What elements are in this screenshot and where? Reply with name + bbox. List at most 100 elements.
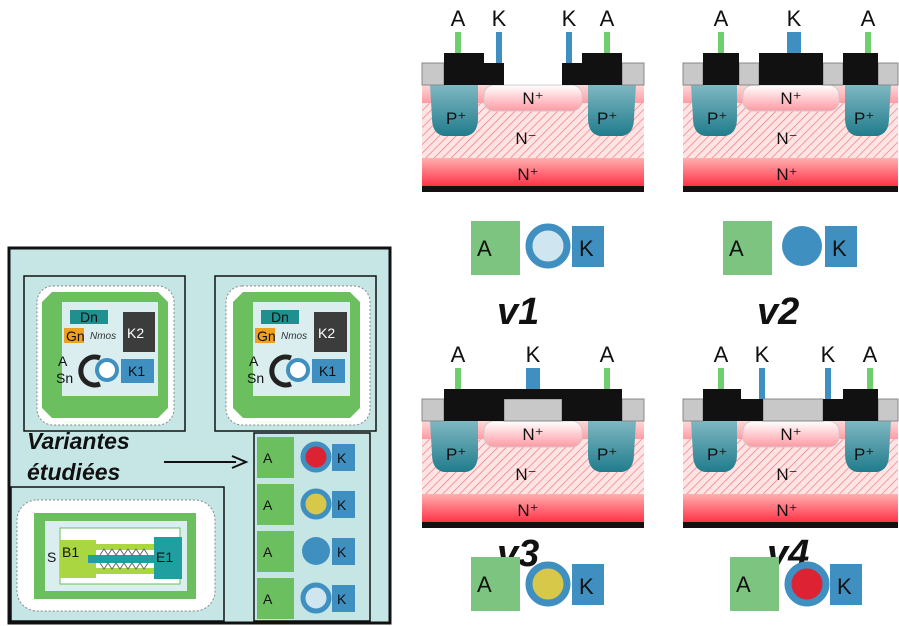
pplus-label: P⁺ bbox=[854, 445, 874, 464]
pplus-label: P⁺ bbox=[707, 109, 727, 128]
cathode-label: K bbox=[579, 236, 594, 261]
k1-label: K1 bbox=[319, 363, 336, 379]
anode-post-right bbox=[867, 368, 873, 389]
k2-label: K2 bbox=[127, 325, 144, 341]
pplus-label: P⁺ bbox=[597, 445, 617, 464]
anode-square bbox=[730, 557, 779, 611]
nplus-bottom-layer bbox=[683, 494, 898, 522]
pin-label: A bbox=[451, 342, 466, 367]
metal-anode-left bbox=[444, 389, 484, 421]
cathode-label: K bbox=[579, 574, 594, 599]
layout-panel: Dn Gn Nmos K2 K1 A Sn Dn Gn Nmos K2 bbox=[7, 246, 392, 625]
anode-label: A bbox=[263, 497, 273, 513]
anode-label: A bbox=[477, 572, 492, 597]
symbol-v2: A K bbox=[723, 221, 857, 275]
cathode-label: K bbox=[337, 497, 347, 513]
pin-label: A bbox=[451, 6, 466, 31]
drain-contact bbox=[261, 310, 299, 324]
pin-label: K bbox=[492, 6, 507, 31]
nplus-label: N⁺ bbox=[776, 165, 797, 184]
cathode-dot bbox=[300, 582, 332, 614]
nplus-bottom-layer bbox=[422, 494, 644, 522]
pin-label: A bbox=[600, 6, 615, 31]
anode-label: A bbox=[729, 236, 744, 261]
anode-square bbox=[257, 484, 294, 525]
nminus-label: N⁻ bbox=[776, 129, 797, 148]
oxide-left bbox=[421, 398, 445, 422]
metal-cathode-leg-left bbox=[484, 399, 504, 421]
metal-anode-left bbox=[444, 53, 484, 85]
metal-cathode-right bbox=[823, 399, 843, 421]
source-label: Sn bbox=[247, 370, 264, 386]
k1-contact bbox=[312, 359, 345, 383]
pplus-label: P⁺ bbox=[446, 445, 466, 464]
k1-contact bbox=[121, 359, 154, 383]
pin-label: A bbox=[714, 342, 729, 367]
pin-label: K bbox=[526, 342, 541, 367]
pplus-well-right bbox=[588, 85, 636, 136]
legend-row-1: A K bbox=[257, 437, 355, 478]
cathode-square bbox=[825, 226, 857, 267]
cross-section-v1: A K K A P⁺ P⁺ N⁺ N⁻ N⁺ bbox=[421, 6, 645, 192]
variants-caption-line2: étudiées bbox=[27, 459, 120, 485]
anode-label: A bbox=[736, 572, 751, 597]
oxide-left bbox=[682, 398, 704, 422]
cathode-post-right bbox=[825, 368, 831, 399]
cathode-post-left bbox=[496, 32, 502, 63]
cathode-square bbox=[572, 226, 604, 267]
oxide-right bbox=[621, 398, 645, 422]
anode-post-left bbox=[455, 368, 461, 389]
pin-label: A bbox=[861, 6, 876, 31]
emitter-comb bbox=[99, 548, 149, 570]
metal-cathode bbox=[484, 389, 582, 399]
cathode-square bbox=[332, 538, 355, 565]
gate-contact bbox=[64, 328, 84, 343]
cathode-post bbox=[787, 32, 801, 53]
nplus-label: N⁺ bbox=[780, 89, 801, 108]
b1-label: B1 bbox=[62, 544, 79, 560]
anode-label: A bbox=[263, 591, 273, 607]
nplus-label: N⁺ bbox=[776, 501, 797, 520]
gate-contact bbox=[255, 328, 275, 343]
cathode-post-right bbox=[566, 32, 572, 63]
source-arc bbox=[78, 354, 101, 388]
layout-bjt-cell: B1 E1 S bbox=[10, 486, 225, 622]
cathode-square bbox=[332, 491, 355, 518]
backside-metal bbox=[683, 522, 898, 528]
pplus-label: P⁺ bbox=[707, 445, 727, 464]
cathode-dot bbox=[302, 537, 330, 565]
oxide-gap-left bbox=[738, 62, 760, 86]
nplus-label: N⁺ bbox=[517, 501, 538, 520]
cathode-label: K bbox=[837, 574, 852, 599]
source-arc bbox=[269, 354, 292, 388]
cathode-ring bbox=[286, 358, 310, 382]
anode-square bbox=[257, 578, 294, 619]
cross-section-v4: A K K A P⁺ P⁺ N⁺ N⁻ N⁺ bbox=[682, 342, 899, 528]
arrow-head bbox=[231, 455, 249, 469]
metal-anode-left bbox=[703, 389, 741, 421]
drain-contact bbox=[70, 310, 108, 324]
anode-square bbox=[257, 437, 294, 478]
anode-label: A bbox=[263, 544, 273, 560]
cathode-square bbox=[332, 444, 355, 471]
layout-cell-1: Dn Gn Nmos K2 K1 A Sn bbox=[23, 275, 186, 432]
symbol-v3: A K bbox=[471, 557, 604, 611]
metal-cathode-leg-right bbox=[562, 399, 582, 421]
pplus-well-left bbox=[691, 421, 737, 472]
cathode-ring bbox=[525, 561, 571, 607]
metal-anode-right bbox=[843, 53, 878, 85]
nmos-label: Nmos bbox=[90, 331, 116, 342]
nplus-label: N⁺ bbox=[522, 425, 543, 444]
base-finger-bottom bbox=[96, 568, 154, 574]
anode-square bbox=[471, 221, 520, 275]
variant-label-v1: v1 bbox=[497, 291, 539, 333]
cathode-post bbox=[526, 368, 540, 389]
anode-post-left bbox=[455, 32, 461, 53]
cathode-label: K bbox=[337, 544, 347, 560]
anode-post-right bbox=[865, 32, 871, 53]
nplus-bottom-layer bbox=[422, 158, 644, 186]
k2-label: K2 bbox=[318, 325, 335, 341]
nminus-label: N⁻ bbox=[515, 129, 536, 148]
oxide-gap-right bbox=[822, 62, 844, 86]
pplus-well-right bbox=[845, 85, 891, 136]
